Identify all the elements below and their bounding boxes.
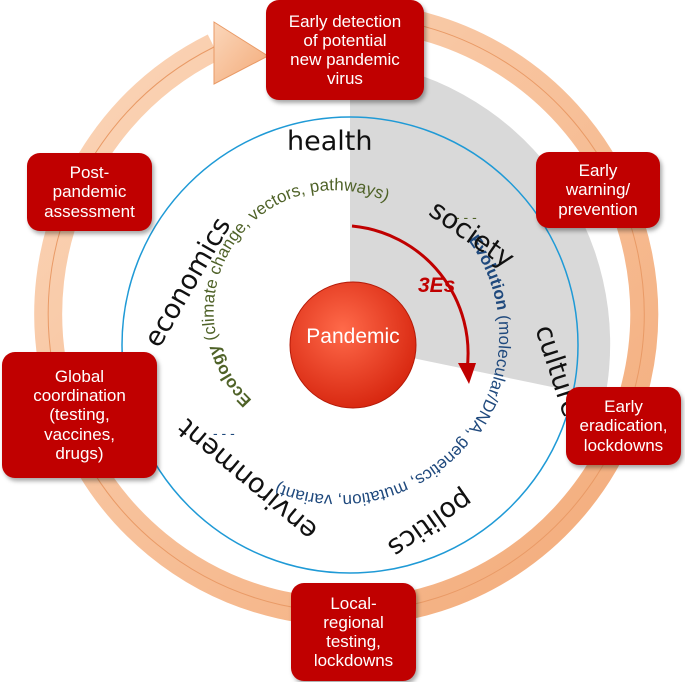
three-es-label: 3Es [418, 274, 455, 297]
pandemic-label: Pandemic [306, 325, 400, 348]
ecology-dash: - - - [455, 209, 477, 225]
stage-local-regional-label: Local- regional testing, lockdowns [313, 593, 394, 671]
pandemic-circle [289, 281, 417, 409]
cycle-arrow [34, 2, 659, 627]
inner-ring [121, 116, 579, 574]
stage-post-pandemic-label: Post- pandemic assessment [44, 163, 135, 221]
ecology-title: Ecology [204, 342, 255, 410]
stage-early-detection: Early detection of potential new pandemi… [266, 0, 424, 100]
stage-local-regional: Local- regional testing, lockdowns [291, 583, 416, 681]
three-es-arrow [351, 224, 476, 384]
stage-early-warning: Early warning/ prevention [536, 152, 660, 228]
stage-early-detection-label: Early detection of potential new pandemi… [288, 11, 402, 89]
stage-early-eradication-label: Early eradication, lockdowns [579, 397, 668, 455]
keyword-health: health [287, 126, 373, 157]
stage-global-coordination: Global coordination (testing, vaccines, … [2, 352, 157, 478]
stage-early-eradication: Early eradication, lockdowns [566, 387, 681, 465]
stage-post-pandemic: Post- pandemic assessment [27, 153, 152, 231]
evolution-sector [350, 60, 611, 398]
evolution-dash: - - - [213, 425, 235, 441]
stage-global-coordination-label: Global coordination (testing, vaccines, … [33, 366, 126, 463]
stage-early-warning-label: Early warning/ prevention [558, 161, 638, 219]
